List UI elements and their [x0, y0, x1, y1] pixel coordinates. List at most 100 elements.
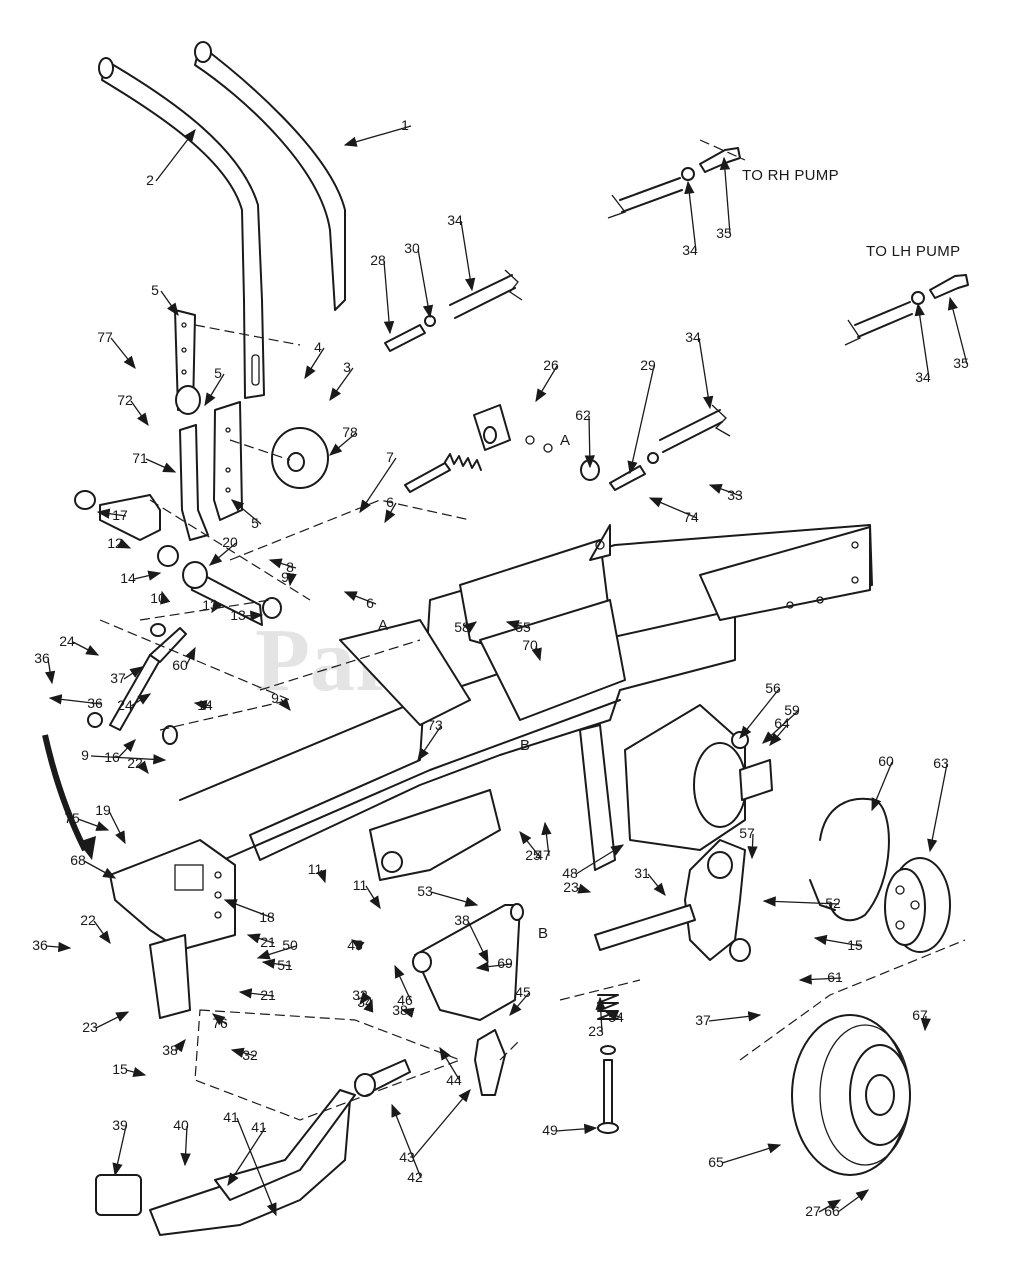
callout-leader	[130, 693, 152, 707]
callout-leader	[837, 1189, 870, 1213]
callout-leader	[145, 458, 177, 473]
damper-82	[271, 427, 329, 489]
callout-34: 34	[915, 369, 931, 385]
callout-leader	[871, 761, 893, 812]
callout-leader	[509, 992, 530, 1016]
callout-34: 34	[357, 994, 373, 1010]
callout-22: 22	[80, 912, 96, 928]
callout-leader	[343, 591, 377, 605]
callout-leader	[44, 658, 56, 685]
note-marker-b-2: B	[538, 925, 548, 942]
callout-leader	[90, 754, 167, 765]
callout-53: 53	[417, 883, 433, 899]
callout-10: 10	[150, 590, 166, 606]
callout-leader	[914, 302, 930, 379]
callout-leader	[350, 939, 365, 951]
callout-leader	[541, 821, 552, 857]
callout-24: 24	[117, 697, 133, 713]
callout-60: 60	[878, 753, 894, 769]
callout-leader	[230, 499, 262, 525]
callout-leader	[535, 365, 558, 403]
callout-leader	[173, 1038, 186, 1053]
callout-13: 13	[230, 607, 246, 623]
callout-49: 49	[542, 1122, 558, 1138]
curved-direction-arrow	[42, 734, 96, 860]
callout-17: 17	[112, 507, 128, 523]
callout-leader	[467, 920, 489, 964]
callout-46: 46	[397, 992, 413, 1008]
callout-14: 14	[197, 697, 213, 713]
callout-leader	[647, 873, 666, 897]
steering-handle-right	[194, 41, 346, 311]
callout-leader	[627, 365, 655, 475]
callout-leader	[117, 739, 136, 759]
callout-leader	[108, 810, 126, 845]
callout-leader	[595, 996, 606, 1033]
callout-26: 26	[543, 357, 559, 373]
callout-leader	[391, 1103, 422, 1179]
callout-leader	[130, 400, 149, 427]
callout-leader	[384, 502, 397, 524]
callout-33: 33	[727, 487, 743, 503]
callout-28: 28	[370, 252, 386, 268]
callout-4: 4	[314, 339, 322, 355]
callout-36: 36	[32, 937, 48, 953]
callout-20: 20	[222, 534, 238, 550]
callout-leader	[505, 620, 530, 631]
callout-70: 70	[522, 637, 538, 653]
callout-leader	[359, 457, 397, 514]
callout-37: 37	[110, 670, 126, 686]
callout-72: 72	[117, 392, 133, 408]
callout-21: 21	[260, 987, 276, 1003]
callout-leader	[209, 542, 237, 566]
callout-75: 75	[64, 810, 80, 826]
callout-41: 41	[251, 1119, 267, 1135]
note-marker-a-2: A	[560, 432, 570, 449]
callout-leader	[110, 337, 136, 370]
callout-leader	[708, 484, 742, 497]
callout-29: 29	[640, 357, 656, 373]
callout-56: 56	[765, 680, 781, 696]
callout-leader	[439, 1046, 461, 1082]
pump-link-rh	[607, 139, 746, 219]
callout-27: 27	[805, 1203, 821, 1219]
callout-leader	[747, 833, 758, 860]
callout-51: 51	[277, 957, 293, 973]
shaft-20	[157, 545, 282, 626]
callout-76: 76	[212, 1015, 228, 1031]
callout-leader	[818, 1199, 842, 1213]
note-to-lh-pump: TO LH PUMP	[866, 243, 960, 260]
callout-65: 65	[708, 1154, 724, 1170]
callout-leader	[211, 599, 223, 614]
callout-18: 18	[259, 909, 275, 925]
callout-21: 21	[260, 934, 276, 950]
callout-25: 25	[525, 847, 541, 863]
callout-leader	[475, 961, 512, 972]
callout-57: 57	[739, 825, 755, 841]
callout-58: 58	[454, 619, 470, 635]
callout-47: 47	[535, 847, 551, 863]
callout-78: 78	[342, 424, 358, 440]
bracket-57	[412, 903, 524, 1021]
callout-41: 41	[223, 1109, 239, 1125]
callout-24: 24	[59, 633, 75, 649]
callout-69: 69	[497, 955, 513, 971]
callout-2: 2	[146, 172, 154, 188]
callout-leader	[813, 934, 862, 947]
callout-leader	[243, 610, 264, 621]
frame-side-rails	[369, 724, 616, 881]
callout-37: 37	[695, 1012, 711, 1028]
callout-leader	[604, 1011, 623, 1021]
callout-leader	[739, 688, 780, 740]
callout-38: 38	[454, 912, 470, 928]
callout-leader	[45, 941, 72, 953]
callout-leader	[133, 570, 162, 581]
callout-leader	[93, 920, 111, 945]
note-marker-a: A	[378, 617, 388, 634]
callout-23: 23	[82, 1019, 98, 1035]
callout-leader	[762, 896, 840, 907]
rod-35-top	[384, 269, 523, 352]
callout-leader	[708, 1011, 762, 1022]
callout-leader	[211, 1013, 227, 1026]
